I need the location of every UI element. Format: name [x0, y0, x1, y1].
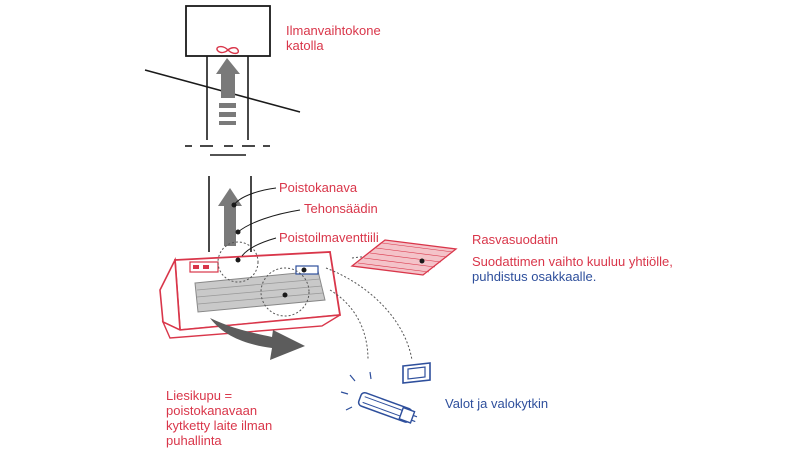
valve-highlight [217, 241, 259, 283]
grease-filter [350, 239, 458, 276]
duct-break [185, 145, 270, 156]
roof-ventilation-unit [185, 5, 271, 57]
filter-note-company: Suodattimen vaihto kuuluu yhtiölle, [472, 254, 673, 269]
power-control-label: Tehonsäädin [304, 201, 378, 216]
callout-lines [233, 187, 301, 257]
airflow-arrow-lower [218, 188, 242, 246]
duct-lower [208, 176, 252, 252]
fan-icon [216, 45, 240, 55]
light-bulb-icon [340, 371, 418, 424]
roof-unit-label: Ilmanvaihtokone katolla [286, 23, 381, 53]
callout-dots [231, 202, 307, 298]
cooker-hood [159, 251, 342, 339]
hood-description: Liesikupu = poistokanavaan kytketty lait… [166, 388, 273, 448]
airflow-arrow-hood [210, 318, 305, 360]
duct-upper [206, 56, 249, 140]
exhaust-valve-label: Poistoilmaventtiili [279, 230, 379, 245]
light-switch-icon [402, 362, 431, 384]
filter-highlight [260, 267, 310, 317]
lights-label: Valot ja valokytkin [445, 396, 549, 411]
airflow-arrow-upper [216, 58, 240, 125]
hood-light [295, 265, 319, 275]
grease-filter-label: Rasvasuodatin [472, 232, 558, 247]
filter-note-owner: puhdistus osakkaalle. [472, 269, 597, 284]
exhaust-duct-label: Poistokanava [279, 180, 358, 195]
